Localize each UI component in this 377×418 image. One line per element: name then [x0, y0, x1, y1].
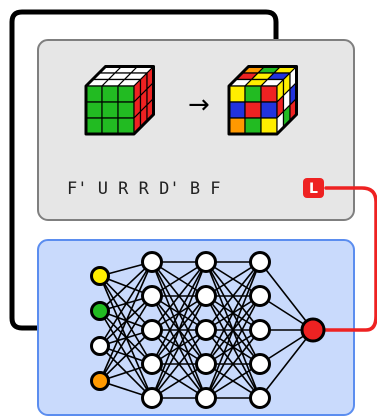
network-edge	[205, 261, 261, 399]
network-nodes	[90, 251, 326, 409]
hidden-node	[141, 319, 163, 341]
transition-arrow: →	[188, 90, 210, 120]
cube-sticker-front	[260, 85, 278, 103]
cube-sticker-front	[260, 117, 278, 135]
cube-sticker-front	[244, 101, 262, 119]
cube-sticker-front	[260, 101, 278, 119]
network-edge	[259, 329, 314, 399]
hidden-node	[141, 285, 163, 307]
network-edge	[151, 261, 207, 399]
cube-sticker-front	[228, 85, 246, 103]
network-edge	[151, 295, 207, 399]
cube-outline	[227, 65, 298, 136]
network-edge	[151, 261, 207, 331]
cube-sticker-front	[101, 85, 119, 103]
input-loop-arrow	[9, 9, 279, 331]
cube-sticker-front	[101, 101, 119, 119]
cube-sticker-front	[85, 101, 103, 119]
cube-sticker-front	[85, 117, 103, 135]
hidden-node	[141, 353, 163, 375]
hidden-node	[195, 353, 217, 375]
input-node	[90, 266, 110, 286]
cube-sticker-front	[85, 85, 103, 103]
cube-sticker-front	[101, 117, 119, 135]
network-edge	[205, 295, 261, 399]
hidden-node	[249, 387, 271, 409]
network-edge	[99, 295, 153, 382]
input-node	[90, 371, 110, 391]
hidden-node	[249, 251, 271, 273]
cube-sticker-front	[228, 101, 246, 119]
cube-sticker-front	[228, 117, 246, 135]
cube-sticker-front	[244, 85, 262, 103]
hidden-node	[195, 319, 217, 341]
network-edge	[99, 261, 153, 347]
cube-sticker-front	[117, 85, 135, 103]
network-edge	[99, 329, 153, 382]
network-edge	[205, 329, 261, 399]
solved-cube	[84, 65, 155, 136]
network-edge	[99, 261, 153, 312]
move-sequence: F' U R R D' B F	[67, 179, 221, 199]
network-edge	[205, 261, 261, 365]
output-badge-label: L	[309, 181, 318, 197]
cube-sticker-front	[244, 117, 262, 135]
hidden-node	[195, 387, 217, 409]
network-edge	[151, 261, 207, 365]
input-node	[90, 301, 110, 321]
hidden-node	[195, 251, 217, 273]
cube-sticker-front	[117, 117, 135, 135]
output-node	[300, 317, 326, 343]
input-node	[90, 336, 110, 356]
cube-outline	[84, 65, 155, 136]
network-edge	[99, 261, 153, 382]
hidden-node	[141, 387, 163, 409]
output-to-badge-line	[313, 186, 377, 332]
network-edge	[259, 261, 314, 331]
hidden-node	[249, 319, 271, 341]
scrambled-cube	[227, 65, 298, 136]
network-edge	[205, 261, 261, 331]
output-badge	[303, 178, 324, 198]
hidden-node	[249, 285, 271, 307]
hidden-node	[141, 251, 163, 273]
hidden-node	[195, 285, 217, 307]
network-edge	[151, 329, 207, 399]
cube-sticker-front	[117, 101, 135, 119]
hidden-node	[249, 353, 271, 375]
